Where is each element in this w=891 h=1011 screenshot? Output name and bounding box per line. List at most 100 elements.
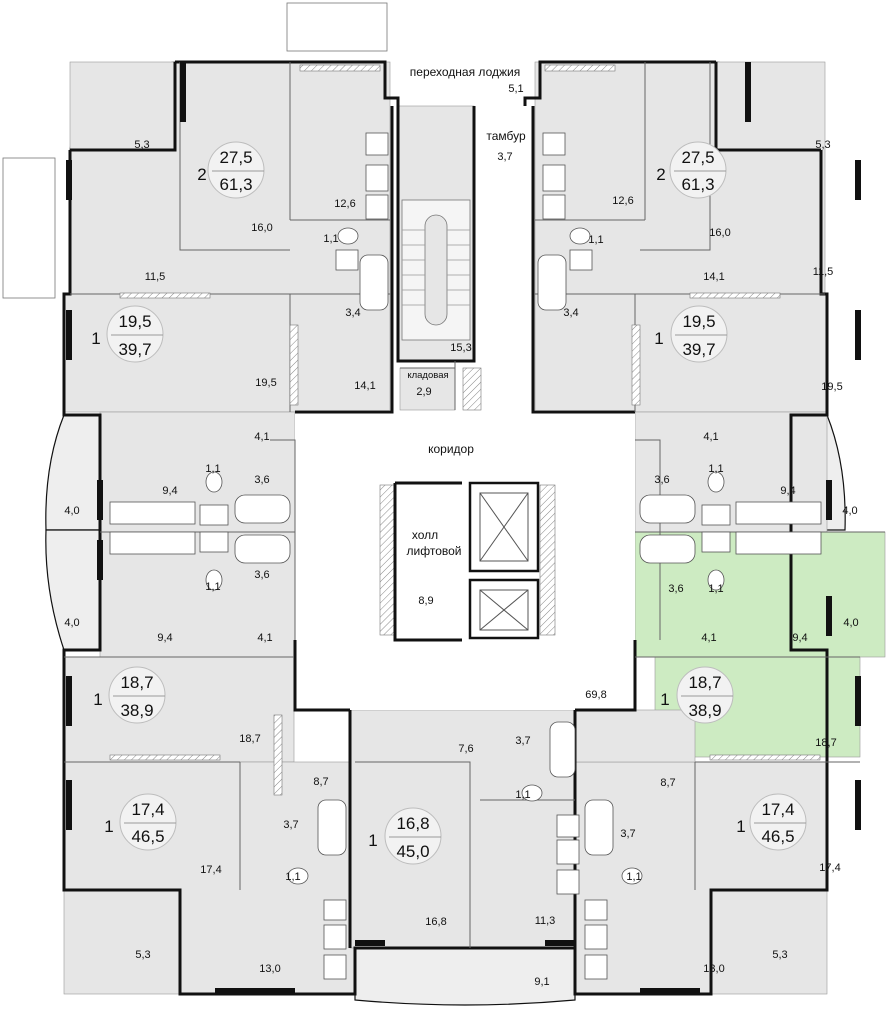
area-sw-bath: 3,7 [283,819,298,831]
area-el-hall: 4,1 [701,632,716,644]
badge-se-1room: 17,4 46,5 1 [736,793,807,851]
area-ne-kitchen: 12,6 [612,195,633,207]
area-ne-wc: 1,1 [588,234,603,246]
area-wu-kitchen: 9,4 [162,485,177,497]
area-sw-kitchen: 13,0 [259,963,280,975]
area-eu-bath: 3,6 [654,474,669,486]
storage-label: кладовая [407,370,448,381]
area-el-wc: 1,1 [708,583,723,595]
badge-ne-2room: 27,5 61,3 2 [656,141,727,199]
area-se-bath: 3,7 [620,828,635,840]
total-area: 46,5 [131,827,164,846]
badge-e-1room-lower: 18,7 38,9 1 [660,666,734,724]
total-area: 45,0 [396,842,429,861]
vestibule-label: тамбур [486,129,526,143]
living-area: 27,5 [219,148,252,167]
area-sw-living: 17,4 [200,864,221,876]
area-wu-hall: 14,1 [354,380,375,392]
area-eu-kitchen: 9,4 [780,485,795,497]
area-ne-bedroom: 16,0 [709,227,730,239]
area-wl-balcony: 4,0 [64,617,79,629]
shaft-blocks [273,324,641,796]
balcony-w-lower [45,529,101,651]
room-area-labels: 5,3 16,0 12,6 1,1 3,4 11,5 5,3 12,6 16,0… [64,139,858,988]
badge-sw-1room: 17,4 46,5 1 [104,793,177,851]
area-se-hall: 8,7 [660,777,675,789]
common-labels: переходная лоджия 5,1 тамбур 3,7 15,3 кл… [407,65,607,701]
living-area: 19,5 [118,312,151,331]
area-se-balcony: 5,3 [772,949,787,961]
living-area: 17,4 [761,800,794,819]
room-count: 1 [660,690,669,709]
area-wu-wc: 1,1 [205,463,220,475]
area-s-kitchen: 11,3 [535,915,556,927]
area-sw-wc: 1,1 [285,871,300,883]
area-wl-living: 18,7 [239,733,260,745]
living-area: 17,4 [131,800,164,819]
area-wl-hall: 4,1 [257,632,272,644]
area-wl-bath: 3,6 [254,569,269,581]
room-count: 1 [736,817,745,836]
room-count: 1 [104,817,113,836]
area-nw-bedroom: 16,0 [251,222,272,234]
area-s-wc: 1,1 [515,789,530,801]
room-count: 2 [656,165,665,184]
balcony-s [354,947,576,1006]
total-area: 38,9 [688,701,721,720]
hall-area: 8,9 [418,595,433,607]
area-nw-living: 11,5 [145,271,166,283]
area-wu-bath: 3,6 [254,474,269,486]
transit-loggia-area: 5,1 [508,83,523,95]
total-area: 46,5 [761,827,794,846]
area-ne-balcony: 5,3 [815,139,830,151]
area-se-kitchen: 13,0 [703,963,724,975]
total-area: 38,9 [120,701,153,720]
area-nw-kitchen: 12,6 [334,198,355,210]
area-eu-balcony: 4,0 [842,505,857,517]
elevators [393,481,540,642]
area-eu-wc: 1,1 [708,463,723,475]
room-count: 1 [91,329,100,348]
room-count: 1 [368,831,377,850]
badge-w-1room-upper: 19,5 39,7 1 [91,305,164,363]
living-area: 19,5 [682,312,715,331]
area-nw-wc: 1,1 [323,233,338,245]
area-wu-living: 19,5 [255,377,276,389]
room-count: 1 [93,690,102,709]
area-se-living: 17,4 [819,862,840,874]
area-sw-balcony: 5,3 [135,949,150,961]
area-nw-balcony: 5,3 [134,139,149,151]
hall-label-2: лифтовой [407,544,462,558]
windows [66,62,861,994]
area-s-living: 16,8 [425,916,446,928]
area-ne-bath: 3,4 [563,307,578,319]
vestibule-area: 3,7 [497,151,512,163]
area-s-hall: 7,6 [458,743,473,755]
living-area: 18,7 [688,673,721,692]
corridor-area: 69,8 [585,689,606,701]
outer-loggia-top [286,2,388,52]
area-ne-hall: 14,1 [703,271,724,283]
area-s-balcony: 9,1 [534,976,549,988]
area-se-wc: 1,1 [626,871,641,883]
total-area: 61,3 [219,175,252,194]
badge-w-1room-lower: 18,7 38,9 1 [93,666,166,724]
room-count: 2 [197,165,206,184]
area-ne-living: 11,5 [813,266,834,278]
living-area: 16,8 [396,814,429,833]
total-area: 39,7 [118,340,151,359]
storage-area: 2,9 [416,386,431,398]
total-area: 61,3 [681,175,714,194]
room-count: 1 [654,329,663,348]
area-eu-living: 19,5 [821,381,842,393]
badge-nw-2room: 27,5 61,3 2 [197,141,265,199]
total-area: 39,7 [682,340,715,359]
badge-s-1room: 16,8 45,0 1 [368,807,442,865]
area-el-living: 18,7 [815,737,836,749]
area-el-bath: 3,6 [668,583,683,595]
corridor-label: коридор [428,442,474,456]
transit-loggia-label: переходная лоджия [410,65,520,79]
area-wu-balcony: 4,0 [64,505,79,517]
fixtures [109,132,822,980]
